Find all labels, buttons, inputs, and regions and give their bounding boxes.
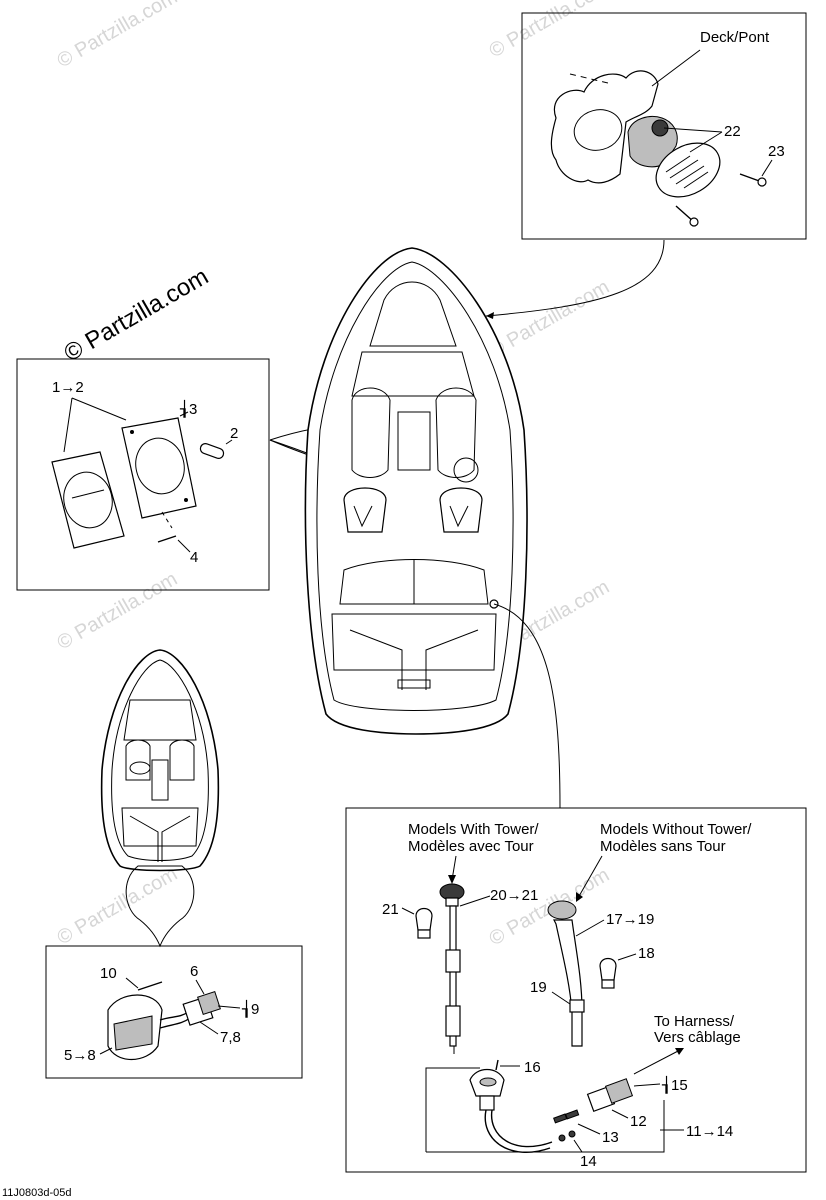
deck-cutout: [573, 109, 623, 151]
callout-9: ┧9: [241, 999, 259, 1018]
boat-large-seat-left: [351, 387, 391, 478]
callout-3: ┧3: [179, 399, 197, 418]
callout-22: 22: [724, 123, 741, 140]
no-tower-light-stem: [553, 919, 583, 1047]
deck-pont-label: Deck/Pont: [700, 29, 770, 46]
nav-light-box-frame: [345, 807, 807, 1173]
boat-small: [100, 649, 220, 872]
callout-2: 2: [230, 425, 238, 442]
watermark-3: © Partzilla.com: [486, 276, 614, 362]
callout-18: 18: [638, 945, 655, 962]
callout-16: 16: [524, 1059, 541, 1076]
diagram-code: 11J0803d-05d: [2, 1187, 72, 1199]
without-tower-label-2: Modèles sans Tour: [600, 838, 726, 855]
harness-label-1: To Harness/: [654, 1013, 735, 1030]
with-tower-label-2: Modèles avec Tour: [408, 838, 534, 855]
bulb-18: [599, 957, 617, 981]
watermark-2: © Partzilla.com: [486, 0, 614, 62]
watermark-6: © Partzilla.com: [54, 863, 182, 949]
boat-large-cup-right: [439, 487, 483, 533]
light-bulb: [199, 443, 225, 459]
callout-15: ┧15: [661, 1075, 688, 1094]
with-tower-label-1: Models With Tower/: [408, 821, 539, 838]
callout-17-19: 17→19: [606, 911, 654, 928]
watermark-primary: © Partzilla.com: [60, 263, 214, 367]
light-screw: [157, 535, 177, 543]
callout-19: 19: [530, 979, 547, 996]
nav-leader: [493, 603, 561, 809]
horn-box: Deck/Pont 22 23: [521, 12, 807, 240]
callout-1-2: 1→2: [52, 379, 84, 396]
watermark-4: © Partzilla.com: [54, 568, 182, 654]
callout-13: 13: [602, 1129, 619, 1146]
light-housing: [121, 417, 197, 519]
boat-large-hull: [304, 247, 528, 735]
no-tower-light-head: [547, 900, 577, 920]
boat-large-steering: [453, 457, 479, 483]
rear-light-screw: [137, 981, 163, 991]
rear-light-box-frame: [45, 945, 303, 1079]
nav-light-box: Models With Tower/ Modèles avec Tour Mod…: [345, 807, 807, 1173]
harness-label-2: Vers câblage: [654, 1029, 741, 1046]
callout-4: 4: [190, 549, 198, 566]
seal-14: [558, 1134, 566, 1142]
rear-light-box: 10 6 ┧9 7,8 5→8: [45, 945, 303, 1079]
horn-grille-slots: [665, 155, 709, 189]
boat-large-bow: [369, 281, 457, 347]
callout-20-21: 20→21: [490, 887, 538, 904]
tower-light-pole: [449, 905, 457, 1047]
callout-11-14: 11→14: [686, 1123, 733, 1140]
watermark-1: © Partzilla.com: [54, 0, 182, 72]
callout-6: 6: [190, 963, 198, 980]
boat-large: [304, 247, 528, 735]
without-tower-label-1: Models Without Tower/: [600, 821, 752, 838]
callout-21: 21: [382, 901, 399, 918]
boat-large-platform: [331, 613, 497, 671]
boat-large-seat-right: [435, 387, 477, 478]
light-box-frame: [16, 358, 270, 591]
callout-14: 14: [580, 1153, 597, 1170]
deck-panel: [550, 70, 659, 184]
horn-leader: [485, 239, 665, 317]
bezel-square: [51, 451, 125, 549]
bulb-21: [415, 907, 433, 931]
callout-12: 12: [630, 1113, 647, 1130]
deck-cutline: [569, 73, 613, 85]
horn-grille: [655, 142, 721, 198]
horn-box-frame: [521, 12, 807, 240]
callout-23: 23: [768, 143, 785, 160]
callout-5-8: 5→8: [64, 1047, 96, 1064]
callout-7-8: 7,8: [220, 1029, 241, 1046]
terminal-13: [553, 1113, 568, 1124]
light-box: 1→2 ┧3 2 4: [16, 358, 270, 591]
boat-large-rear-seat: [339, 559, 489, 605]
callout-10: 10: [100, 965, 117, 982]
boat-large-cup-left: [343, 487, 387, 533]
